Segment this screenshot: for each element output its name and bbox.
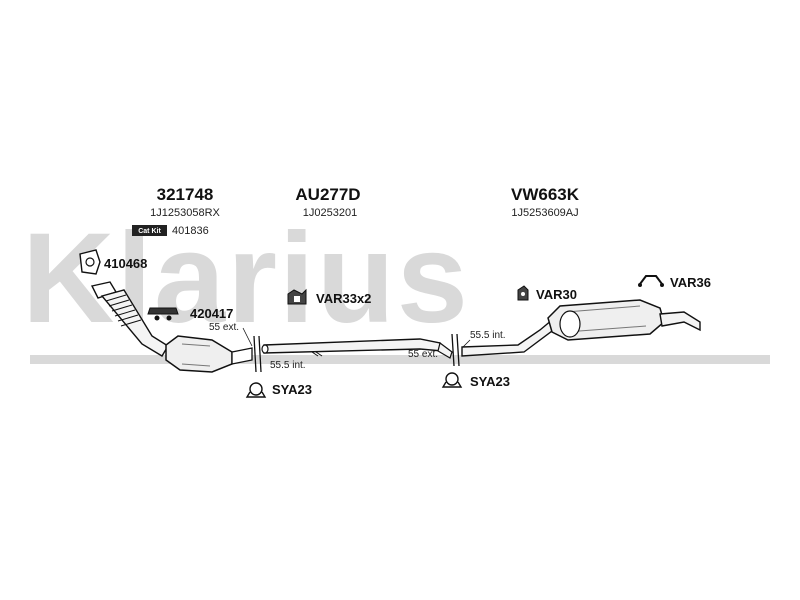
joint-1: 55 ext. 55.5 int. xyxy=(209,322,306,373)
hanger-36-icon xyxy=(639,275,663,285)
joint-1-gap-line xyxy=(253,335,257,373)
silencer-detail xyxy=(565,305,647,333)
watermark-group: Klarius xyxy=(22,207,770,364)
middle-pipe-inlet xyxy=(261,344,269,354)
hanger-36-label: VAR36 xyxy=(670,275,711,290)
clamp-rear-label: SYA23 xyxy=(470,374,510,389)
gasket-icon xyxy=(79,249,101,275)
rubber-mount-label: VAR33x2 xyxy=(316,291,371,306)
clamp-base-icon xyxy=(245,391,267,398)
hanger-36-end-icon xyxy=(638,283,642,287)
section-vw663k: VW663K 1J5253609AJ xyxy=(511,185,580,219)
rubber-mount-hole-icon xyxy=(294,296,300,302)
bracket-420417[interactable]: 420417 xyxy=(147,306,233,321)
gasket-label: 410468 xyxy=(104,256,147,271)
hanger-var36[interactable]: VAR36 xyxy=(638,275,711,290)
watermark: Klarius xyxy=(22,207,470,350)
bracket-bolt-icon xyxy=(154,315,160,321)
watermark-underline xyxy=(30,355,770,364)
part-number-rear[interactable]: VW663K xyxy=(511,185,580,204)
cat-kit[interactable]: Cat Kit 401836 xyxy=(132,225,209,237)
cat-kit-badge xyxy=(132,225,167,236)
gasket-hole-icon xyxy=(85,257,95,267)
cat-kit-badge-label: Cat Kit xyxy=(138,228,161,235)
bracket-bolt-icon xyxy=(166,315,172,321)
joint-2: 55.5 int. 55 ext. xyxy=(408,330,506,367)
tailpipe-icon xyxy=(659,311,701,332)
bracket-label: 420417 xyxy=(190,306,233,321)
joint-2-int-label: 55.5 int. xyxy=(470,330,506,341)
part-number-front[interactable]: 321748 xyxy=(157,185,214,204)
catalyst-detail xyxy=(181,343,211,367)
front-pipe-catalyst[interactable] xyxy=(90,281,253,373)
middle-pipe[interactable] xyxy=(261,338,453,359)
bracket-icon xyxy=(147,307,179,315)
hanger-var30[interactable]: VAR30 xyxy=(517,285,577,302)
clamp-sya23-rear[interactable]: SYA23 xyxy=(441,372,510,389)
hanger-30-label: VAR30 xyxy=(536,287,577,302)
clamp-sya23-front[interactable]: SYA23 xyxy=(245,382,312,398)
oem-number-middle: 1J0253201 xyxy=(303,207,357,219)
hanger-36-end-icon xyxy=(660,283,664,287)
rear-silencer[interactable] xyxy=(461,299,701,357)
oem-number-rear: 1J5253609AJ xyxy=(511,207,578,219)
joint-2-ext-label: 55 ext. xyxy=(408,349,438,360)
section-au277d: AU277D 1J0253201 xyxy=(295,185,360,219)
rubber-mount-var33[interactable]: VAR33x2 xyxy=(287,288,371,306)
clamp-icon xyxy=(249,382,263,396)
clamp-icon xyxy=(445,372,459,386)
joint-1-ext-leader xyxy=(242,327,253,347)
joint-2-gap-line xyxy=(456,333,460,367)
part-number-middle[interactable]: AU277D xyxy=(295,185,360,204)
catalyst-outlet xyxy=(231,347,253,365)
joint-1-gap-line xyxy=(258,335,262,373)
section-321748: 321748 1J1253058RX xyxy=(150,185,220,219)
silencer-endcap-icon xyxy=(559,310,581,338)
oem-number-front: 1J1253058RX xyxy=(150,207,220,219)
gasket-410468[interactable]: 410468 xyxy=(79,249,147,275)
joint-2-gap-line xyxy=(451,333,455,367)
joint-1-int-label: 55.5 int. xyxy=(270,360,306,371)
clamp-base-icon xyxy=(441,381,463,388)
flex-section-icon xyxy=(105,294,142,327)
cat-kit-number: 401836 xyxy=(172,225,209,237)
joint-1-ext-label: 55 ext. xyxy=(209,322,239,333)
middle-pipe-outlet xyxy=(437,341,453,359)
hanger-30-hole-icon xyxy=(521,292,525,296)
clamp-front-label: SYA23 xyxy=(272,382,312,397)
middle-pipe-hanger-stub xyxy=(311,351,323,357)
